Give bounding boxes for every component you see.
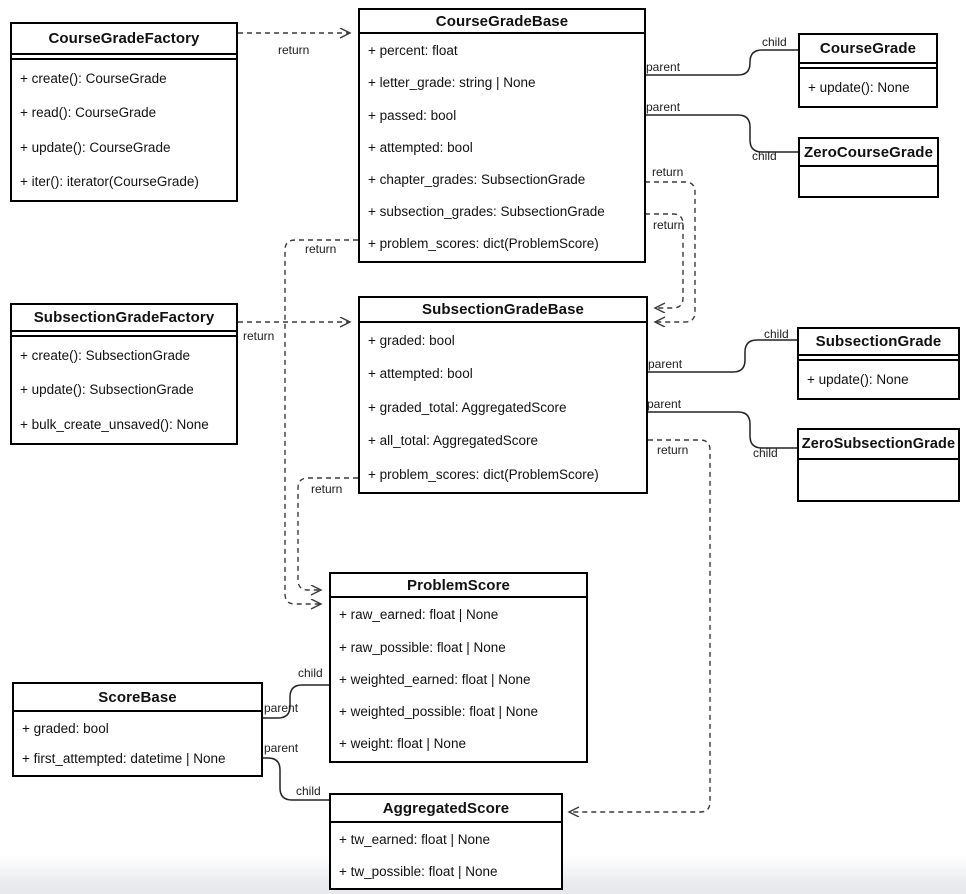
edge-inherit-scorebase-aggregatedscore — [263, 757, 329, 801]
class-box-course-grade-factory[interactable]: CourseGradeFactory + create(): CourseGra… — [10, 22, 238, 202]
class-member: + first_attempted: datetime | None — [22, 751, 226, 766]
class-member: + weighted_earned: float | None — [339, 671, 531, 687]
class-member: + subsection_grades: SubsectionGrade — [368, 204, 605, 220]
edge-inherit-subsectiongradebase-subsectiongrade — [648, 339, 797, 373]
edge-label-parent: parent — [646, 100, 681, 114]
class-member: + update(): None — [807, 371, 909, 387]
class-title: SubsectionGradeFactory — [12, 305, 236, 332]
compartment-divider — [800, 64, 936, 69]
class-title: CourseGradeFactory — [12, 24, 236, 55]
class-title: ScoreBase — [14, 684, 261, 712]
class-box-course-grade-base[interactable]: CourseGradeBase + percent: float + lette… — [358, 8, 646, 263]
class-member: + iter(): iterator(CourseGrade) — [20, 174, 199, 189]
edge-label-child: child — [296, 784, 321, 798]
class-box-subsection-grade-base[interactable]: SubsectionGradeBase + graded: bool + att… — [358, 296, 648, 494]
class-box-aggregated-score[interactable]: AggregatedScore + tw_earned: float | Non… — [329, 793, 563, 890]
class-member: + problem_scores: dict(ProblemScore) — [368, 466, 599, 482]
compartment-divider — [12, 332, 236, 337]
class-title: ProblemScore — [331, 574, 586, 598]
class-title: SubsectionGradeBase — [360, 298, 646, 323]
compartment-divider — [799, 356, 958, 361]
edge-label-return: return — [653, 218, 685, 232]
class-member: + weight: float | None — [339, 736, 466, 752]
class-member: + all_total: AggregatedScore — [368, 433, 538, 449]
edge-return-subsectiongradebase-to-problemscore — [297, 477, 358, 590]
edge-label-return: return — [278, 43, 310, 57]
edge-inherit-subsectiongradebase-zerosubsectiongrade — [648, 411, 797, 449]
edge-label-return: return — [657, 443, 689, 457]
class-member: + problem_scores: dict(ProblemScore) — [368, 236, 599, 252]
edge-label-child: child — [298, 666, 323, 680]
edge-inherit-scorebase-problemscore — [263, 684, 329, 719]
class-member: + raw_earned: float | None — [339, 607, 499, 623]
class-title: ZeroCourseGrade — [800, 139, 937, 167]
class-members: + update(): None — [800, 69, 936, 106]
class-member: + read(): CourseGrade — [20, 105, 157, 120]
edge-label-parent: parent — [648, 357, 683, 371]
class-members — [800, 167, 937, 196]
class-members: + create(): CourseGrade + read(): Course… — [12, 60, 236, 200]
class-box-zero-subsection-grade[interactable]: ZeroSubsectionGrade — [797, 428, 960, 502]
class-box-score-base[interactable]: ScoreBase + graded: bool + first_attempt… — [12, 682, 263, 777]
class-title: ZeroSubsectionGrade — [799, 430, 958, 460]
edge-label-child: child — [752, 149, 777, 163]
class-members — [799, 460, 958, 500]
edge-label-return: return — [311, 482, 343, 496]
class-member: + tw_possible: float | None — [339, 863, 498, 879]
edge-label-child: child — [762, 35, 787, 49]
class-member: + graded: bool — [368, 332, 455, 348]
edge-return-subsectiongradebase-to-aggregatedscore — [569, 439, 711, 812]
class-members: + graded: bool + attempted: bool + grade… — [360, 323, 646, 492]
edge-return-subsectiongrades-to-subsectiongradebase — [645, 213, 684, 308]
class-box-subsection-grade-factory[interactable]: SubsectionGradeFactory + create(): Subse… — [10, 303, 238, 445]
class-title: AggregatedScore — [331, 795, 561, 823]
edge-label-return: return — [305, 242, 337, 256]
class-member: + update(): SubsectionGrade — [20, 382, 194, 398]
class-member: + update(): CourseGrade — [20, 139, 171, 155]
class-member: + bulk_create_unsaved(): None — [20, 416, 209, 432]
edge-label-parent: parent — [264, 741, 299, 755]
class-box-subsection-grade[interactable]: SubsectionGrade + update(): None — [797, 327, 960, 400]
edge-label-return: return — [652, 165, 684, 179]
edge-label-child: child — [753, 446, 778, 460]
class-members: + graded: bool + first_attempted: dateti… — [14, 712, 261, 775]
class-member: + percent: float — [368, 43, 458, 59]
edge-return-coursegradebase-to-problemscore — [284, 239, 358, 604]
edge-label-return: return — [243, 329, 275, 343]
class-member: + passed: bool — [368, 107, 457, 123]
class-title: CourseGradeBase — [360, 10, 644, 34]
edge-label-parent: parent — [264, 701, 299, 715]
class-box-course-grade[interactable]: CourseGrade + update(): None — [798, 33, 938, 108]
edge-label-parent: parent — [646, 60, 681, 74]
class-member: + chapter_grades: SubsectionGrade — [368, 171, 586, 187]
class-title: SubsectionGrade — [799, 329, 958, 356]
class-member: + weighted_possible: float | None — [339, 703, 539, 719]
edge-inherit-coursegradebase-coursegrade — [645, 49, 798, 76]
edge-label-child: child — [764, 327, 789, 341]
class-members: + percent: float + letter_grade: string … — [360, 34, 644, 261]
class-member: + create(): SubsectionGrade — [20, 347, 190, 363]
edge-label-parent: parent — [647, 397, 682, 411]
class-members: + create(): SubsectionGrade + update(): … — [12, 337, 236, 443]
class-box-zero-course-grade[interactable]: ZeroCourseGrade — [798, 137, 939, 198]
class-members: + raw_earned: float | None + raw_possibl… — [331, 598, 586, 761]
class-members: + tw_earned: float | None + tw_possible:… — [331, 823, 561, 888]
class-box-problem-score[interactable]: ProblemScore + raw_earned: float | None … — [329, 572, 588, 763]
edge-return-chaptergrades-to-subsectiongradebase — [645, 181, 696, 322]
class-member: + attempted: bool — [368, 139, 473, 155]
class-title: CourseGrade — [800, 35, 936, 64]
class-member: + raw_possible: float | None — [339, 639, 506, 655]
compartment-divider — [12, 55, 236, 60]
class-member: + create(): CourseGrade — [20, 70, 167, 86]
class-member: + graded: bool — [22, 720, 109, 736]
class-member: + letter_grade: string | None — [368, 75, 536, 91]
class-member: + update(): None — [808, 79, 910, 95]
edge-inherit-coursegradebase-zerocoursegrade — [645, 114, 798, 153]
class-member: + attempted: bool — [368, 366, 473, 382]
class-members: + update(): None — [799, 361, 958, 398]
class-member: + graded_total: AggregatedScore — [368, 399, 567, 415]
class-member: + tw_earned: float | None — [339, 832, 490, 847]
